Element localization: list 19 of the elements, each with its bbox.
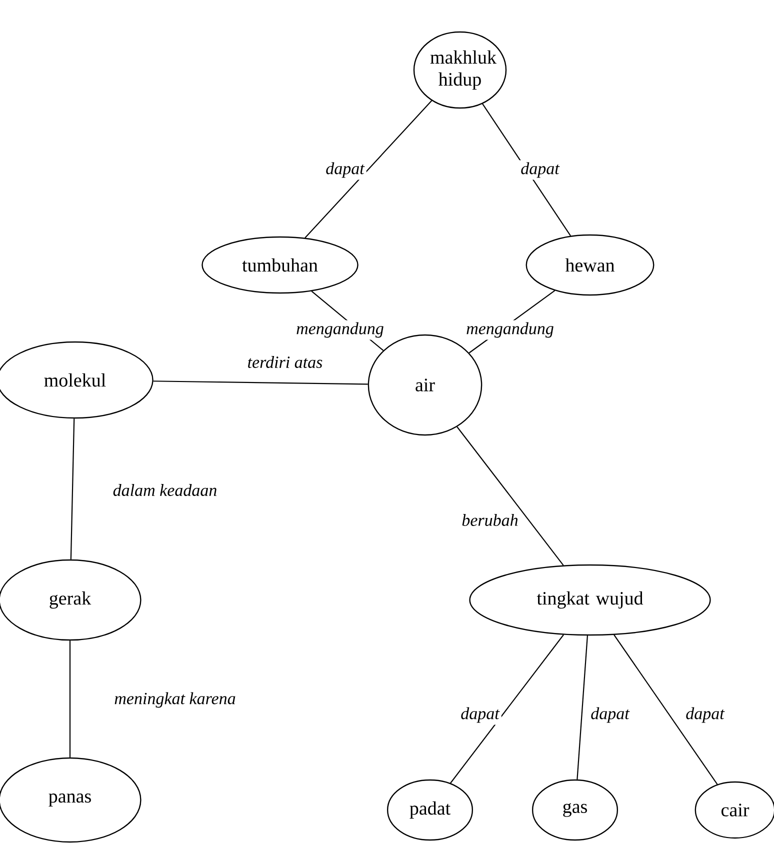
connector-line [614,634,718,785]
edge-label: dapat [684,705,726,725]
edge-label: terdiri atas [245,354,325,370]
connector-line [153,380,368,385]
edge-label: meningkat karena [112,690,238,710]
edge-label: dapat [458,705,502,725]
edge-label: dapat [588,705,632,725]
edge-label: mengandung [294,320,386,340]
edge-label: mengandung [464,320,556,340]
edge-label: dapat [518,160,562,180]
connector-line [70,418,75,560]
connector-line [69,640,71,758]
connector-line [456,426,564,566]
edge-label: berubah [460,512,520,528]
connector-line [304,100,432,238]
edge-label: dapat [324,160,366,180]
connector-line [450,634,564,784]
edge-label: dalam keadaan [110,482,220,498]
connector-line [576,636,588,780]
